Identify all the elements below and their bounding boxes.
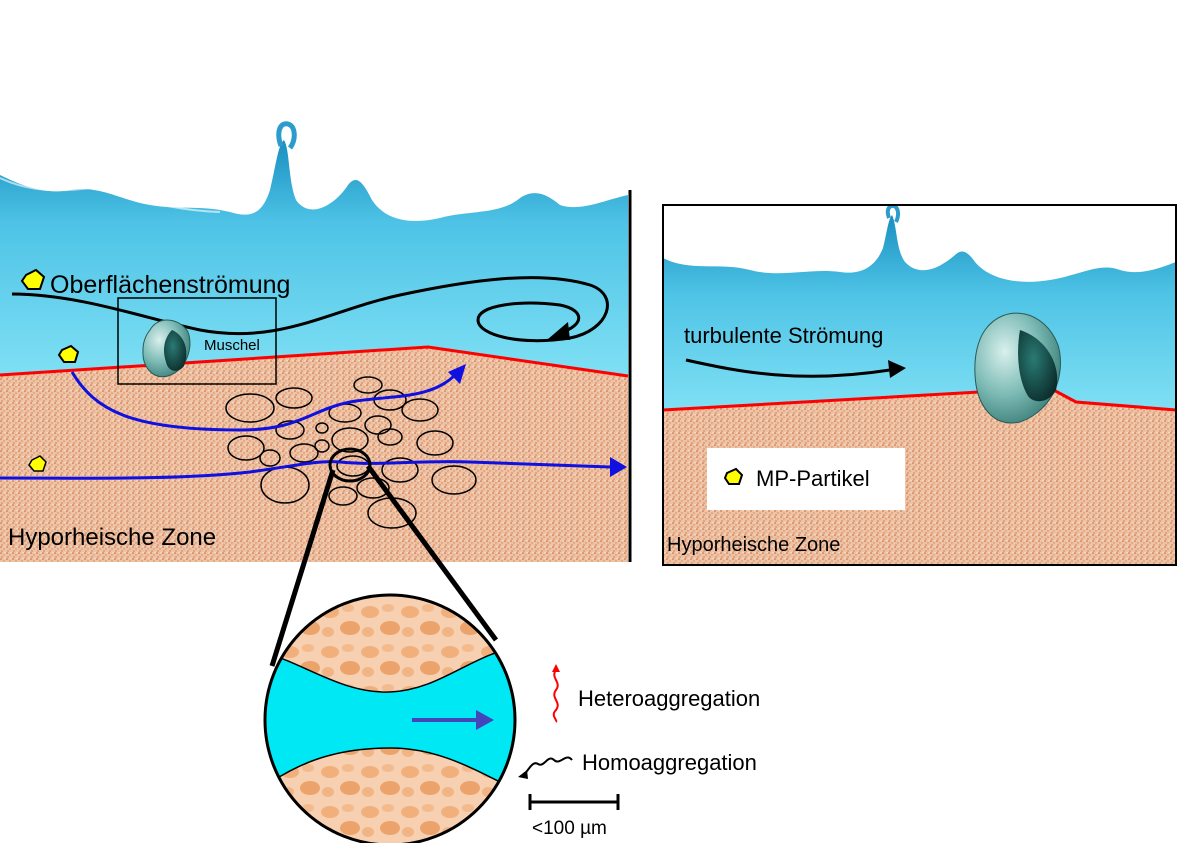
right-sediment (663, 388, 1176, 565)
hyporheic-zone-label-right: Hyporheische Zone (667, 534, 840, 556)
left-sediment (0, 347, 628, 562)
turbulent-flow-label: turbulente Strömung (684, 323, 883, 348)
pore-zoom-circle (263, 593, 517, 843)
zoom-line-left (269, 469, 336, 667)
pentagon-particle-icon (20, 268, 46, 290)
pentagon-particle-icon (723, 467, 744, 485)
upper-hyporheic-arrowhead (448, 364, 466, 384)
scale-bar-label: <100 µm (532, 818, 607, 839)
zoom-line-right (365, 464, 499, 642)
turbulent-flow-arrowhead (888, 360, 906, 378)
mp-particle-label: MP-Partikel (756, 466, 870, 491)
scale-bar (528, 794, 620, 810)
left-surface-foam (0, 177, 221, 213)
heteroaggregation-label: Heteroaggregation (578, 686, 760, 711)
red-squiggle-arrowhead (552, 664, 560, 672)
left-interface-line (0, 345, 629, 378)
left-droplet (276, 121, 297, 150)
mussel-shell-icon (974, 312, 1061, 424)
black-squiggle-icon (523, 756, 573, 775)
black-squiggle-arrowhead (518, 770, 528, 779)
right-panel-border (662, 204, 1177, 566)
surface-flow-line (11, 276, 609, 343)
pentagon-particle-icon (28, 455, 47, 472)
left-panel: Muschel Oberflächenströmung Hyporheische… (0, 121, 632, 562)
surface-flow-label: Oberflächenströmung (50, 271, 290, 299)
lower-hyporheic-flow (0, 460, 611, 480)
right-interface-line (662, 386, 1177, 412)
surface-flow-arrowhead (548, 322, 570, 340)
mussel-highlight-box (117, 297, 277, 385)
left-water (0, 140, 628, 376)
hyporheic-zone-label-left: Hyporheische Zone (8, 524, 216, 551)
mussel-label: Muschel (204, 337, 260, 354)
lower-hyporheic-arrowhead (610, 457, 627, 477)
right-panel: turbulente Strömung MP-Partikel Hyporhei… (662, 203, 1177, 566)
red-squiggle-icon (552, 669, 559, 723)
pore-flow-arrowhead (476, 710, 494, 730)
mussel-shell-icon (142, 319, 191, 378)
homoaggregation-label: Homoaggregation (582, 750, 757, 775)
turbulent-flow-line (685, 358, 891, 378)
pentagon-particle-icon (57, 344, 80, 363)
upper-hyporheic-flow (70, 371, 457, 432)
